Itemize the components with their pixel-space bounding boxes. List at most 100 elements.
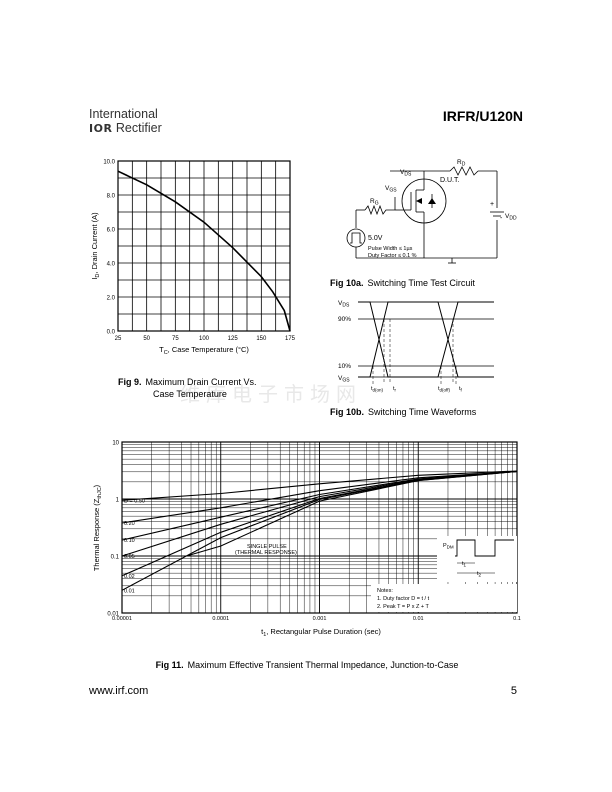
fig9-y-ticks: 0.0 2.0 4.0 6.0 8.0 10.0 — [103, 160, 115, 336]
fig10a-pulse-width: Pulse Width ≤ 1µs — [368, 246, 413, 252]
fig10a-rg-label: RG — [370, 198, 379, 207]
dut-diode-arrow — [428, 198, 436, 204]
fig10b-vds-label: VDS — [338, 300, 350, 309]
fig10a-vgs-label: VGS — [385, 185, 397, 194]
fig9-x-tick-label: 175 — [285, 336, 296, 342]
notes-bg — [371, 584, 517, 612]
fig11-x-tick-label: 0.01 — [413, 616, 424, 622]
fig10a-duty-factor: Duty Factor ≤ 0.1 % — [368, 253, 417, 259]
fig11-series-label: 0.10 — [124, 538, 135, 544]
fig10a-circuit: VDS RD VGS RG D.U.T. + - VDD 5.0V Pulse … — [330, 159, 517, 288]
fig11-y-tick-label: 0.01 — [107, 612, 119, 618]
fig9-chart: 0.0 2.0 4.0 6.0 8.0 10.0 25 50 75 100 125 150 175 I… — [90, 160, 296, 400]
note-2: 2. Peak T = P x Z + T — [377, 604, 430, 610]
fig11-x-ticks: 0.00001 0.0001 0.001 0.01 0.1 — [112, 616, 521, 622]
fig10a-vdd-plus: + — [490, 201, 494, 208]
fig11-y-tick-label: 0.1 — [111, 555, 120, 561]
part-number: IRFR/U120N — [442, 108, 523, 124]
page-number: 5 — [510, 685, 517, 697]
fig9-x-tick-label: 125 — [228, 336, 239, 342]
logo-international: International — [89, 107, 158, 121]
vgs-waveform — [358, 301, 494, 378]
fig11-frame — [121, 441, 518, 614]
fig9-x-tick-label: 100 — [199, 336, 210, 342]
fig9-grid — [118, 161, 290, 331]
fig11-x-tick-label: 0.001 — [313, 616, 327, 622]
fig9-x-tick-label: 75 — [172, 336, 179, 342]
pdm-label: PDM — [443, 543, 454, 550]
note-1: 1. Duty factor D = t / t — [377, 596, 430, 602]
fig9-x-ticks: 25 50 75 100 125 150 175 — [115, 336, 296, 342]
ior-logo-mark: IOR — [89, 122, 113, 135]
single-pulse-line2: (THERMAL RESPONSE) — [235, 550, 297, 556]
fig10a-rd-label: RD — [457, 159, 466, 168]
t2-label: t2 — [477, 571, 482, 578]
logo-rectifier-text: Rectifier — [115, 121, 162, 135]
fig9-y-tick-label: 2.0 — [107, 296, 116, 302]
fig10a-vdd-minus: - — [500, 215, 503, 222]
fig11-series-label: 0.01 — [124, 588, 135, 594]
fig9-x-tick-label: 25 — [115, 336, 122, 342]
fig10b-caption: Fig 10b.Switching Time Waveforms — [330, 407, 477, 417]
fig10a-dut-label: D.U.T. — [440, 177, 460, 184]
vds-waveform — [358, 301, 494, 378]
single-pulse-line1: SINGLE PULSE — [247, 544, 287, 550]
fig11-chart: D = 0.500.200.100.050.020.01 0.010.1110 … — [92, 441, 521, 671]
fig11-series-label: 0.05 — [124, 554, 135, 560]
fig11-x-tick-label: 0.0001 — [212, 616, 229, 622]
fig10a-vdd-label: VDD — [505, 213, 517, 222]
fig9-y-tick-label: 8.0 — [107, 194, 116, 200]
fig11-y-tick-label: 10 — [112, 441, 119, 447]
fig11-ylabel: Thermal Response (ZthJC) — [92, 484, 103, 571]
fig9-y-tick-label: 4.0 — [107, 262, 116, 268]
fig10b-tf-label: tf — [459, 386, 463, 393]
fig11-y-tick-label: 1 — [116, 498, 120, 504]
fig10b-vgs-label: VGS — [338, 375, 350, 384]
fig9-curve — [117, 170, 291, 332]
fig10b-waveforms: VDS 90% 10% VGS td(on) tr td(off) tf Fig… — [330, 300, 494, 417]
fig11-series-line — [186, 470, 518, 557]
pulse-inset-waveform — [455, 539, 514, 557]
fig9-frame — [117, 160, 291, 332]
rd-resistor — [449, 166, 479, 176]
fig10b-10-label: 10% — [338, 363, 351, 370]
fig11-y-ticks: 0.01 0.1 1 10 — [107, 441, 119, 618]
fig11-series-line — [121, 470, 518, 501]
fig11-x-tick-label: 0.00001 — [112, 616, 132, 622]
fig11-series-line — [121, 470, 518, 524]
pulse-source-circle — [346, 228, 366, 248]
fig11-series-label: 0.02 — [124, 574, 135, 580]
fig9-y-tick-label: 0.0 — [107, 330, 116, 336]
fig10b-90-label: 90% — [338, 316, 351, 323]
fig9-xlabel: TC, Case Temperature (°C) — [159, 345, 249, 356]
fig10a-vds-label: VDS — [400, 169, 412, 178]
fig9-caption-2: Case Temperature — [153, 389, 227, 399]
fig9-caption-1: Fig 9.Maximum Drain Current Vs. — [118, 377, 257, 387]
fig11-curves — [121, 470, 518, 591]
fig11-series-label: 0.20 — [124, 521, 135, 527]
fig10b-tr-label: tr — [393, 386, 397, 393]
fig11-caption: Fig 11.Maximum Effective Transient Therm… — [156, 660, 459, 670]
fig10b-tdon-label: td(on) — [371, 386, 384, 393]
logo-rectifier: IOR Rectifier — [89, 121, 162, 135]
pulse-inset-bg — [437, 536, 517, 582]
fig9-x-tick-label: 50 — [143, 336, 150, 342]
rg-resistor — [364, 204, 395, 216]
fig11-series-label: D = 0.50 — [124, 498, 145, 504]
fig9-y-tick-label: 6.0 — [107, 228, 116, 234]
watermark: 维库电子市场网 — [180, 382, 362, 406]
fig9-y-tick-label: 10.0 — [103, 160, 115, 166]
dut-gate-arrow — [416, 198, 422, 204]
fig11-x-tick-label: 0.1 — [513, 616, 521, 622]
notes-title: Notes: — [377, 588, 393, 594]
fig11-series-labels: D = 0.50 0.20 0.10 0.05 0.02 0.01 — [124, 498, 145, 594]
pulse-source-symbol — [350, 232, 362, 244]
fig10a-source-voltage: 5.0V — [368, 235, 383, 242]
t1-label: t1 — [462, 561, 467, 568]
footer-url: www.irf.com — [89, 685, 149, 697]
fig9-ylabel: ID, Drain Current (A) — [90, 212, 101, 280]
fig10a-caption: Fig 10a.Switching Time Test Circuit — [330, 278, 475, 288]
fig10b-tdoff-label: td(off) — [438, 386, 450, 393]
fig11-xlabel: t1, Rectangular Pulse Duration (sec) — [261, 627, 381, 638]
fig9-x-tick-label: 150 — [256, 336, 267, 342]
